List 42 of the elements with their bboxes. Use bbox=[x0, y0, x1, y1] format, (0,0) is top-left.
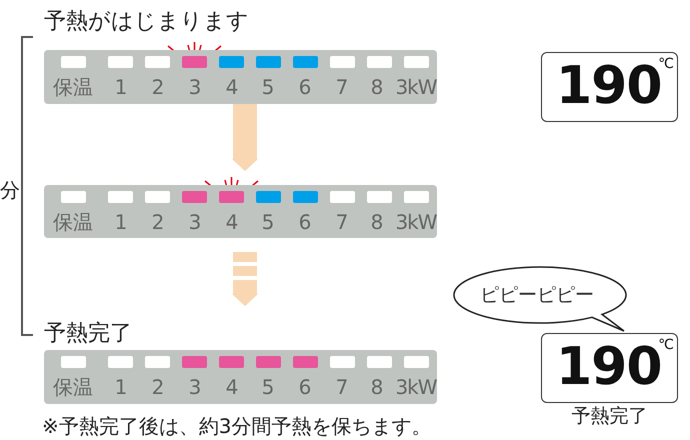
scale-label: 8 bbox=[370, 74, 384, 100]
scale-label: 3kW bbox=[395, 209, 437, 235]
scale-label: 4 bbox=[226, 74, 238, 100]
scale-label: 2 bbox=[152, 74, 164, 100]
scale-label: 3kW bbox=[395, 74, 437, 100]
scale-label: 6 bbox=[298, 74, 312, 100]
scale-label: 保温 bbox=[53, 374, 93, 400]
scale-label: 5 bbox=[262, 74, 274, 100]
heading-text: 予熱完了 bbox=[44, 320, 132, 348]
down-arrow bbox=[232, 104, 258, 172]
scale-label: 4 bbox=[226, 374, 238, 400]
footnote-text: ※予熱完了後は、約3分間予熱を保ちます。 bbox=[42, 414, 432, 438]
scale-label: 3 bbox=[188, 74, 202, 100]
scale-label: 6 bbox=[298, 374, 312, 400]
sound-text: ピピーピピー bbox=[480, 283, 594, 307]
scale-label: 2 bbox=[152, 374, 164, 400]
scale-label: 7 bbox=[336, 74, 348, 100]
scale-label: 2 bbox=[152, 209, 164, 235]
indicator-panel bbox=[44, 185, 437, 238]
scale-label: 5 bbox=[262, 209, 274, 235]
scale-label: 7 bbox=[336, 374, 348, 400]
scale-label: 1 bbox=[114, 74, 128, 100]
scale-label: 保温 bbox=[53, 74, 93, 100]
unit-symbol: ℃ bbox=[658, 336, 674, 353]
scale-label: 4 bbox=[226, 209, 238, 235]
scale-label: 3 bbox=[188, 209, 202, 235]
scale-label: 保温 bbox=[53, 209, 93, 235]
scale-label: 8 bbox=[370, 374, 384, 400]
lcd-display bbox=[541, 333, 678, 403]
lcd-display bbox=[541, 52, 678, 122]
side-label: 分 bbox=[0, 178, 20, 202]
scale-label: 5 bbox=[262, 374, 274, 400]
scale-label: 7 bbox=[336, 209, 348, 235]
scale-label: 1 bbox=[114, 209, 128, 235]
scale-label: 6 bbox=[298, 209, 312, 235]
unit-symbol: ℃ bbox=[658, 55, 674, 72]
scale-label: 8 bbox=[370, 209, 384, 235]
caption-text: 予熱完了 bbox=[572, 405, 648, 427]
scale-label: 3kW bbox=[395, 374, 437, 400]
scale-label: 1 bbox=[114, 374, 128, 400]
heading-text: 予熱がはじまります bbox=[44, 8, 249, 36]
scale-label: 3 bbox=[188, 374, 202, 400]
